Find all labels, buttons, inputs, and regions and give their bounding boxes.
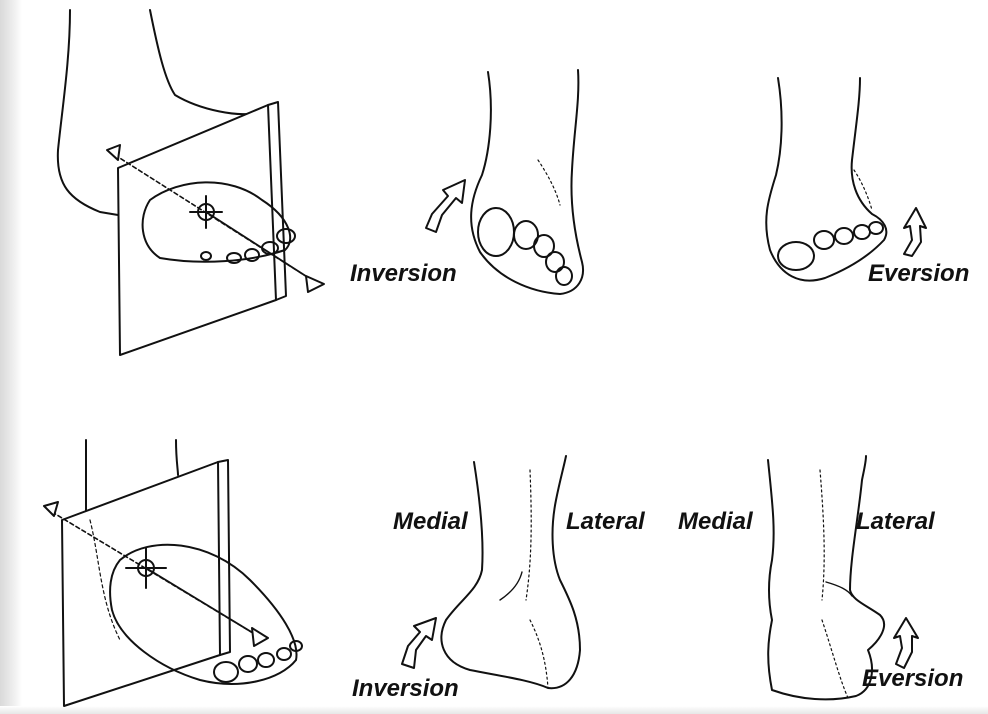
axis-arrowhead-icon <box>306 276 324 292</box>
top-eversion-label: Eversion <box>868 262 969 286</box>
curved-arrow-icon <box>904 208 926 256</box>
bottom-lateral-right-label: Lateral <box>856 510 935 534</box>
top-left-foot-axis-illustration <box>58 10 324 355</box>
top-eversion-foot-illustration <box>766 78 926 281</box>
plane-panel <box>118 105 276 355</box>
curved-arrow-icon <box>402 618 436 668</box>
bottom-eversion-label: Eversion <box>862 667 963 691</box>
bottom-medial-left-label: Medial <box>393 510 468 534</box>
bottom-lateral-left-label: Lateral <box>566 510 645 534</box>
bottom-eversion-heel-illustration <box>768 456 918 699</box>
bottom-inversion-heel-illustration <box>402 456 580 688</box>
axis-arrowhead-icon <box>107 145 120 160</box>
bottom-left-foot-axis-illustration <box>44 440 302 706</box>
curved-arrow-icon <box>894 618 918 668</box>
bottom-inversion-label: Inversion <box>352 677 459 701</box>
curved-arrow-icon <box>426 180 465 232</box>
bottom-medial-right-label: Medial <box>678 510 753 534</box>
axis-arrowhead-icon <box>252 628 268 646</box>
top-inversion-label: Inversion <box>350 262 457 286</box>
